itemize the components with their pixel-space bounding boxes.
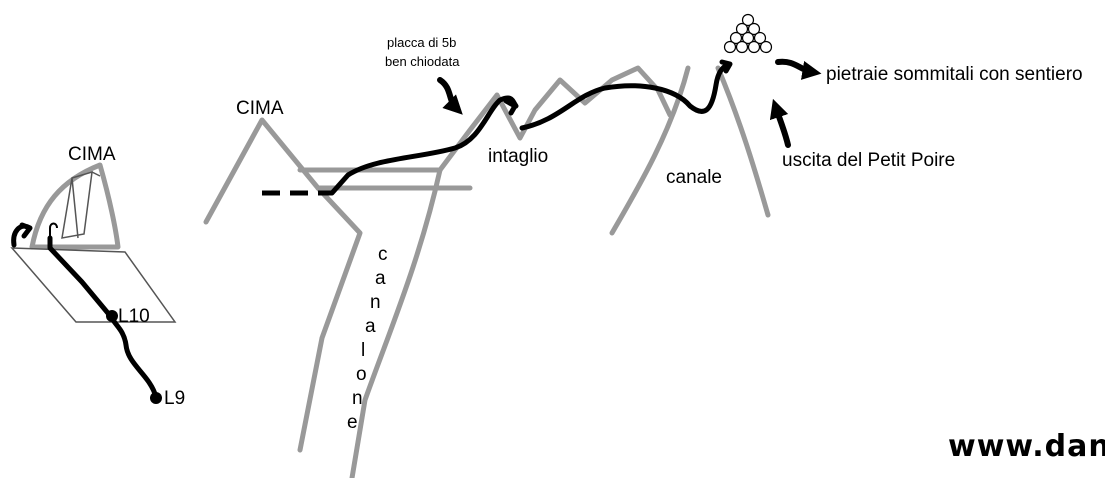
- inset-label-L9: L9: [164, 388, 185, 409]
- inset-belay-L9: [150, 392, 162, 404]
- slab-note-line1: placca di 5b: [387, 35, 456, 50]
- route-summit-hook: [719, 59, 733, 74]
- route-main: [329, 61, 731, 196]
- inset-label-L10: L10: [118, 306, 150, 327]
- ridge-summit: [203, 117, 363, 453]
- inset-route-exit: [11, 222, 33, 248]
- couloir-right-wall: [349, 167, 443, 478]
- slab-note-arrow: [437, 77, 463, 115]
- watermark: www.danz: [948, 429, 1105, 464]
- couloir-letter: a: [365, 316, 376, 337]
- couloir-letter: c: [378, 244, 388, 265]
- inset-summit-rock: [29, 162, 121, 250]
- summit-scree-arrow: [775, 58, 822, 80]
- summit-scree-label: pietraie sommitali con sentiero: [826, 64, 1083, 85]
- summit-cairn-icon: [723, 13, 773, 54]
- slab-note-line2: ben chiodata: [385, 54, 460, 69]
- exit-arrow: [769, 98, 791, 148]
- couloir-letter: a: [375, 268, 386, 289]
- main-topo: CIMA placca di 5b ben chiodata intaglio …: [203, 13, 1083, 478]
- inset-topo: CIMA L10 L9: [10, 144, 185, 409]
- inset-piton-icon: [49, 222, 58, 245]
- couloir-letter: n: [352, 388, 363, 409]
- summit-label: CIMA: [236, 98, 284, 119]
- couloir-letter: o: [356, 364, 367, 385]
- inset-dihedral: [61, 170, 101, 239]
- route-notch-hook: [503, 98, 518, 116]
- couloir-letter: e: [347, 412, 358, 433]
- ridge-main: [437, 65, 673, 173]
- ridge-left-gully: [609, 65, 691, 236]
- inset-summit-label: CIMA: [68, 144, 116, 165]
- ridge-right-gully: [715, 65, 771, 218]
- inset-ledge: [10, 247, 177, 323]
- gully-label: canale: [666, 167, 722, 188]
- inset-belay-L10: [106, 310, 118, 322]
- couloir-letter: l: [361, 340, 365, 361]
- exit-label: uscita del Petit Poire: [782, 150, 955, 171]
- notch-label: intaglio: [488, 146, 548, 167]
- couloir-letter: n: [370, 292, 381, 313]
